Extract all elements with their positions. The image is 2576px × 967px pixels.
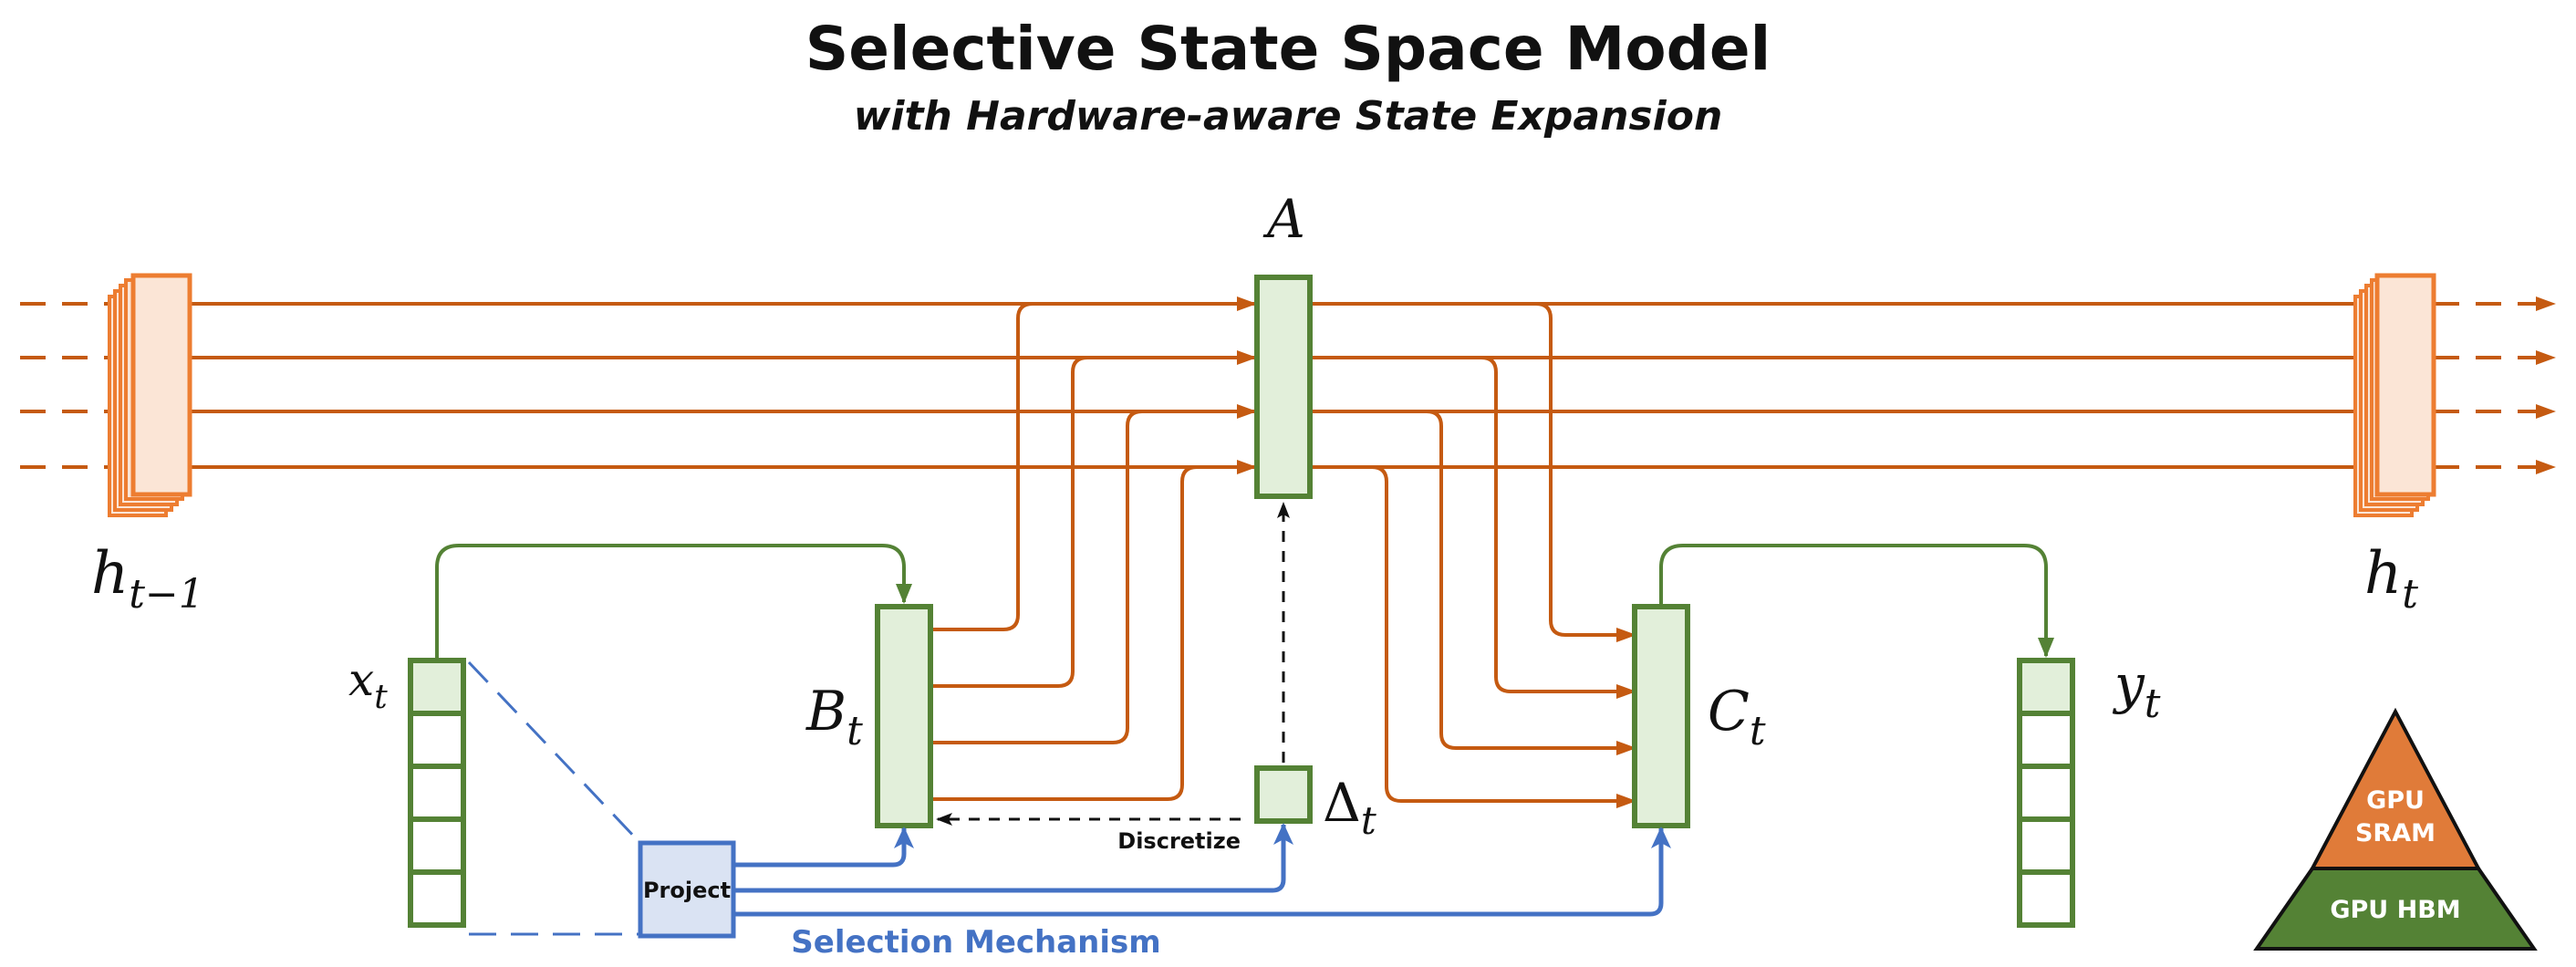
c-label: Ct: [1708, 680, 1766, 754]
h-prev-state-block: [108, 273, 192, 517]
gpu-memory-pyramid: GPU SRAM GPU HBM: [2253, 707, 2538, 951]
a-label: A: [1262, 188, 1305, 250]
discretize-label: Discretize: [1117, 828, 1241, 854]
y-output-vector: [2017, 658, 2075, 928]
project-fan-top: [467, 660, 640, 843]
b-matrix-block: [875, 604, 933, 828]
c-to-y-arrow: [1659, 544, 2054, 658]
project-to-c-arrow: [735, 827, 1671, 917]
h-next-state-block: [2353, 273, 2436, 517]
b-label: Bt: [805, 680, 863, 754]
project-label: Project: [643, 878, 731, 903]
a-matrix-block: [1254, 275, 1313, 499]
delta-label: Δt: [1323, 772, 1376, 843]
diagram-title: Selective State Space Model: [805, 14, 1771, 84]
sram-label-line2: SRAM: [2355, 819, 2436, 847]
y-label: yt: [2112, 653, 2161, 727]
diagram-subtitle: with Hardware-aware State Expansion: [854, 93, 1723, 140]
project-to-delta-arrow: [735, 823, 1293, 893]
gpu-hbm-tier: [2253, 867, 2538, 951]
selection-mechanism-label: Selection Mechanism: [791, 924, 1160, 961]
sram-label-line1: GPU: [2366, 786, 2425, 815]
delta-block: [1254, 765, 1313, 824]
project-to-b-arrow: [735, 827, 914, 868]
x-label: xt: [348, 653, 388, 716]
h-prev-label: ht−1: [91, 540, 204, 618]
project-box: [638, 840, 736, 939]
h-next-label: ht: [2364, 540, 2418, 618]
x-input-vector: [408, 658, 466, 928]
x-to-b-arrow: [435, 544, 912, 660]
hbm-label: GPU HBM: [2330, 896, 2460, 924]
c-matrix-block: [1632, 604, 1690, 828]
